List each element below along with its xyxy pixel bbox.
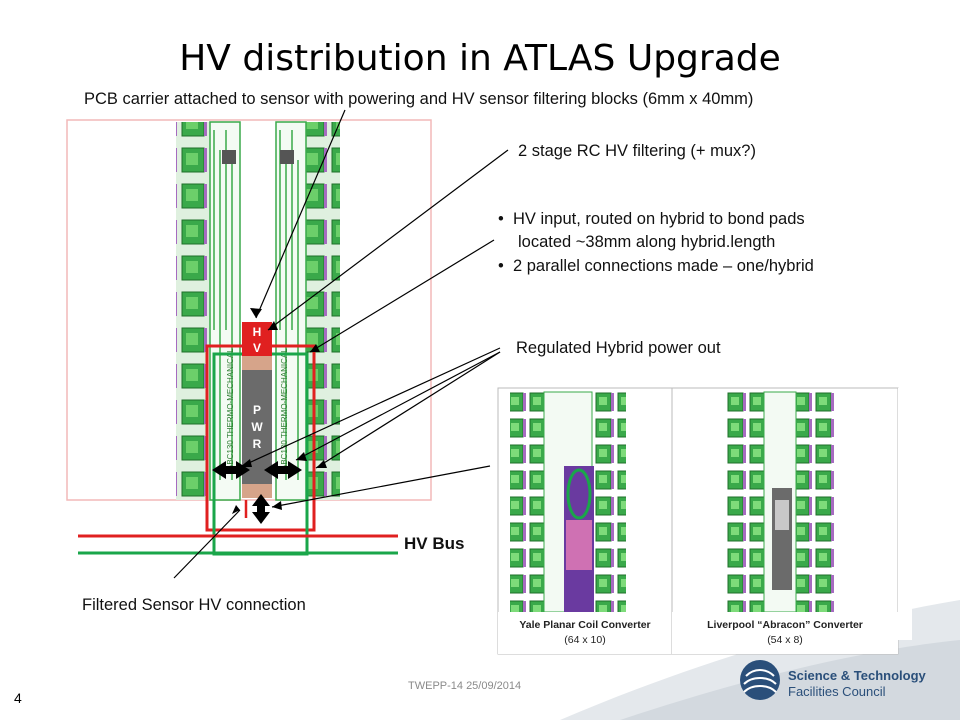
rc-filter-caption: 2 stage RC HV filtering (+ mux?) bbox=[518, 142, 756, 160]
filtered-hv-caption: Filtered Sensor HV connection bbox=[82, 596, 306, 614]
yale-caption-line1: Yale Planar Coil Converter bbox=[519, 619, 651, 631]
vertical-power-arrow bbox=[252, 494, 270, 524]
stfc-logo-line1: Science & Technology bbox=[788, 668, 926, 683]
pwr-cap-top bbox=[242, 356, 272, 370]
parallel-bullet: • 2 parallel connections made – one/hybr… bbox=[498, 257, 814, 275]
liverpool-caption-line2: (54 x 8) bbox=[767, 634, 803, 646]
yale-caption-line2: (64 x 10) bbox=[564, 634, 606, 646]
regulated-caption: Regulated Hybrid power out bbox=[516, 339, 721, 357]
right-hybrid bbox=[275, 121, 340, 501]
left-vertical-label: ABC130 THERMO-MECHANICAL bbox=[226, 348, 235, 470]
yale-caption-box bbox=[498, 612, 672, 654]
callout-lines bbox=[173, 109, 509, 579]
slide-footer: TWEPP-14 25/09/2014 bbox=[408, 680, 522, 692]
stfc-logo-line2: Facilities Council bbox=[788, 684, 886, 699]
parallel-caption: 2 parallel connections made – one/hybrid bbox=[512, 257, 814, 275]
yale-caption: Yale Planar Coil Converter (64 x 10) bbox=[498, 619, 672, 646]
hv-input-line2: located ~38mm along hybrid.length bbox=[518, 233, 776, 251]
pwr-letter-w: W bbox=[251, 420, 263, 434]
liverpool-caption: Liverpool “Abracon” Converter (54 x 8) bbox=[672, 619, 898, 646]
hv-block-letter-h: H bbox=[253, 325, 262, 339]
stfc-logo-icon bbox=[740, 660, 780, 700]
slide-title: HV distribution in ATLAS Upgrade bbox=[179, 38, 781, 79]
right-power-arrow bbox=[264, 461, 302, 479]
pwr-cap-bottom bbox=[242, 484, 272, 498]
pcb-carrier-caption: PCB carrier attached to sensor with powe… bbox=[84, 90, 754, 108]
liverpool-caption-box bbox=[672, 612, 898, 654]
page-number: 4 bbox=[14, 690, 22, 706]
liverpool-caption-line1: Liverpool “Abracon” Converter bbox=[707, 619, 863, 631]
hv-input-line1: HV input, routed on hybrid to bond pads bbox=[512, 210, 805, 228]
pwr-letter-r: R bbox=[253, 437, 262, 451]
left-power-arrow bbox=[212, 461, 250, 479]
hv-bus-label: HV Bus bbox=[404, 534, 465, 553]
left-hybrid bbox=[176, 121, 241, 501]
hv-block-letter-v: V bbox=[253, 341, 261, 355]
pwr-letter-p: P bbox=[253, 403, 261, 417]
hv-block bbox=[242, 322, 272, 356]
right-vertical-label: ABC130 THERMO-MECHANICAL bbox=[280, 348, 289, 470]
hv-input-bullet: • HV input, routed on hybrid to bond pad… bbox=[498, 210, 805, 228]
